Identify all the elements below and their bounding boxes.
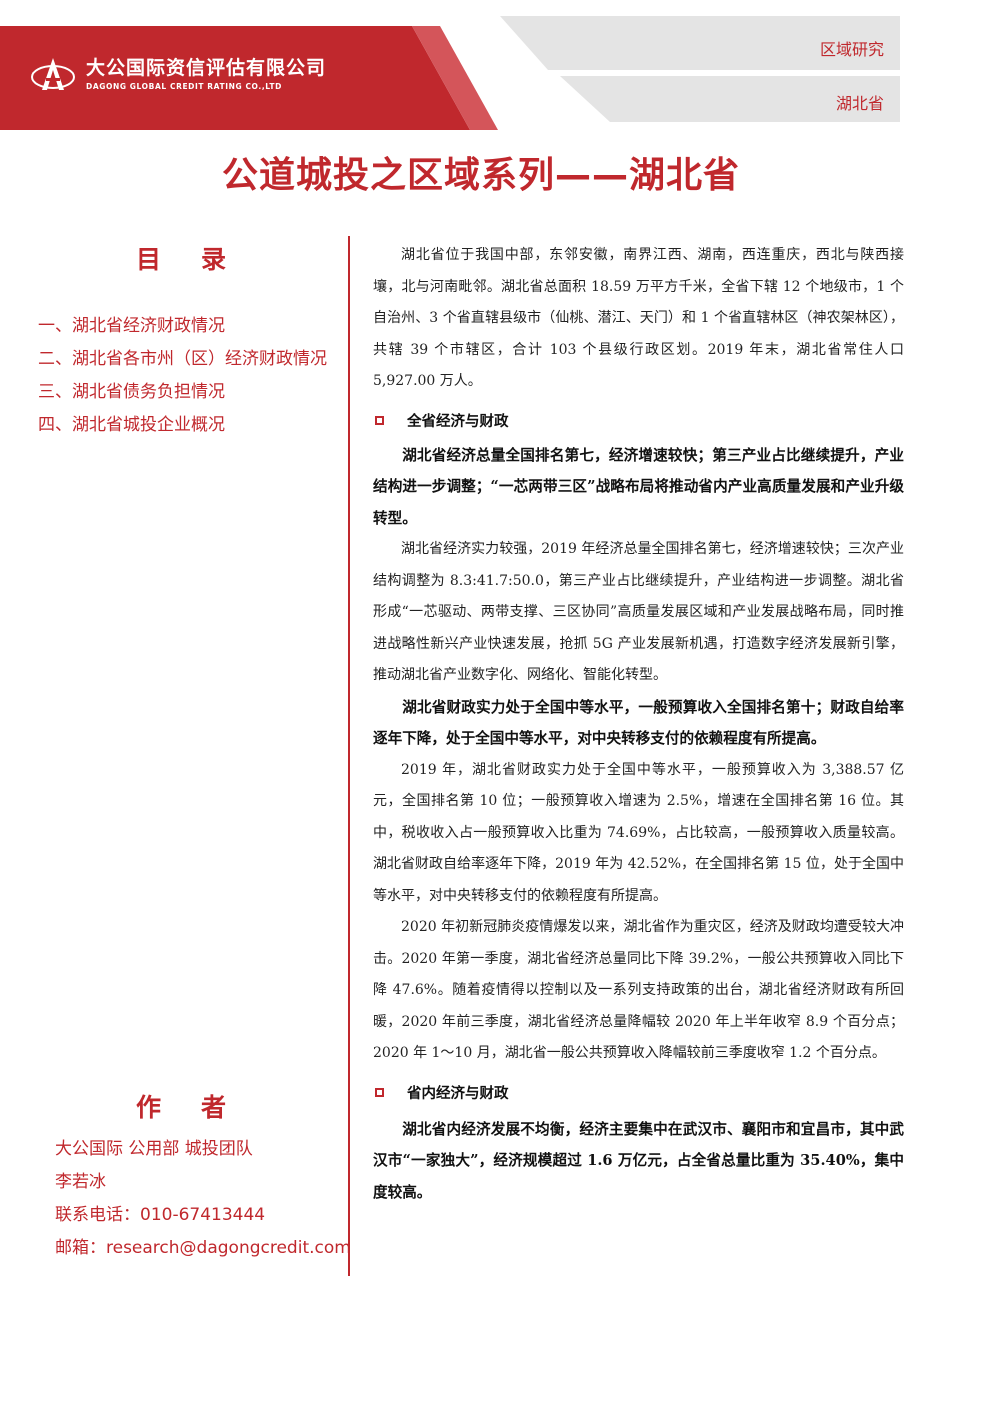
author-name: 李若冰 [55,1172,106,1192]
toc-item[interactable]: 二、湖北省各市州（区）经济财政情况 [38,349,327,369]
key-finding: 湖北省财政实力处于全国中等水平，一般预算收入全国排名第十；财政自给率逐年下降，处… [373,698,904,748]
author-info: 大公国际 公用部 城投团队 李若冰 联系电话：010-67413444 邮箱：r… [55,1137,351,1269]
section-heading-1: 全省经济与财政 [373,406,904,436]
company-logo: 大公国际资信评估有限公司 DAGONG GLOBAL CREDIT RATING… [30,52,326,98]
category-tag: 区域研究 [819,40,884,59]
main-content: 湖北省位于我国中部，东邻安徽，南界江西、湖南，西连重庆，西北与陕西接壤，北与河南… [373,240,904,1208]
toc-item[interactable]: 四、湖北省城投企业概况 [38,415,225,435]
section-title: 省内经济与财政 [407,1086,509,1102]
toc-heading: 目录 [136,245,267,274]
key-finding: 湖北省内经济发展不均衡，经济主要集中在武汉市、襄阳市和宜昌市，其中武汉市“一家独… [373,1120,904,1201]
banner-grey-strip-bottom [560,76,900,122]
dagong-logo-icon [31,58,75,90]
body-paragraph: 2019 年，湖北省财政实力处于全国中等水平，一般预算收入为 3,388.57 … [373,761,904,904]
square-bullet-icon [375,416,384,425]
page-title: 公道城投之区域系列——湖北省 [221,155,740,196]
intro-paragraph: 湖北省位于我国中部，东邻安徽，南界江西、湖南，西连重庆，西北与陕西接壤，北与河南… [373,247,904,389]
toc-item[interactable]: 三、湖北省债务负担情况 [38,382,225,402]
section-heading-2: 省内经济与财政 [373,1078,904,1108]
table-of-contents: 一、湖北省经济财政情况 二、湖北省各市州（区）经济财政情况 三、湖北省债务负担情… [38,313,348,445]
banner-red-shape [0,26,470,130]
toc-item[interactable]: 一、湖北省经济财政情况 [38,316,225,336]
body-paragraph: 湖北省经济实力较强，2019 年经济总量全国排名第七，经济增速较快；三次产业结构… [373,541,904,683]
region-tag: 湖北省 [835,94,884,113]
company-name-en: DAGONG GLOBAL CREDIT RATING CO.,LTD [86,82,282,91]
body-paragraph: 2020 年初新冠肺炎疫情爆发以来，湖北省作为重灾区，经济及财政均遭受较大冲击。… [373,919,904,1061]
section-title: 全省经济与财政 [407,414,509,430]
author-heading: 作者 [136,1093,267,1122]
key-finding: 湖北省经济总量全国排名第七，经济增速较快；第三产业占比继续提升，产业结构进一步调… [373,446,904,527]
header-banner [0,16,900,130]
author-team: 大公国际 公用部 城投团队 [55,1139,253,1159]
banner-red-accent [412,26,498,130]
banner-grey-strip-top [500,16,900,70]
square-bullet-icon [375,1088,384,1097]
column-divider [348,236,350,1276]
author-email[interactable]: 邮箱：research@dagongcredit.com [55,1238,351,1258]
author-phone: 联系电话：010-67413444 [55,1205,266,1225]
company-name-cn: 大公国际资信评估有限公司 [86,57,327,79]
